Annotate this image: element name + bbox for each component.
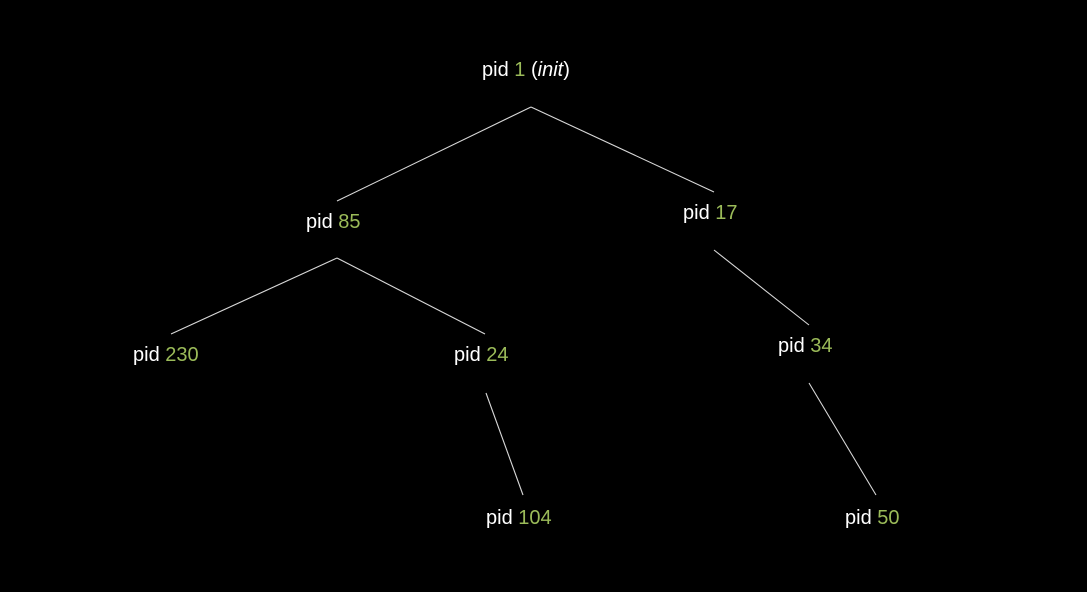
node-pid-85: pid 85 [306, 210, 361, 234]
pid-number: 17 [715, 202, 738, 224]
edge-34-to-50 [808, 382, 877, 496]
pid-number: 1 [514, 59, 526, 81]
pid-label: pid [482, 59, 509, 81]
edge-1-to-17 [530, 106, 715, 193]
pid-number: 85 [338, 211, 361, 233]
pid-label: pid [486, 507, 513, 529]
node-pid-24: pid 24 [454, 343, 509, 367]
edge-85-to-230 [170, 257, 338, 335]
pid-label: pid [454, 344, 481, 366]
node-pid-34: pid 34 [778, 334, 833, 358]
pid-number: 24 [486, 344, 509, 366]
pid-number: 230 [165, 344, 199, 366]
node-pid-230: pid 230 [133, 343, 199, 367]
node-pid-50: pid 50 [845, 506, 900, 530]
pid-label: pid [133, 344, 160, 366]
open-paren: ( [530, 59, 538, 81]
pid-number: 34 [810, 335, 833, 357]
pid-label: pid [845, 507, 872, 529]
pid-number: 104 [518, 507, 552, 529]
pid-label: pid [683, 202, 710, 224]
init-label: init [537, 59, 564, 81]
pid-label: pid [778, 335, 805, 357]
pid-label: pid [306, 211, 333, 233]
edge-85-to-24 [336, 257, 486, 335]
close-paren: ) [563, 59, 570, 81]
node-pid-1: pid 1 (init) [482, 58, 570, 82]
node-pid-17: pid 17 [683, 201, 738, 225]
edge-24-to-104 [485, 392, 524, 496]
edge-1-to-85 [336, 106, 532, 202]
pid-number: 50 [877, 507, 900, 529]
node-pid-104: pid 104 [486, 506, 552, 530]
edge-17-to-34 [713, 249, 810, 326]
